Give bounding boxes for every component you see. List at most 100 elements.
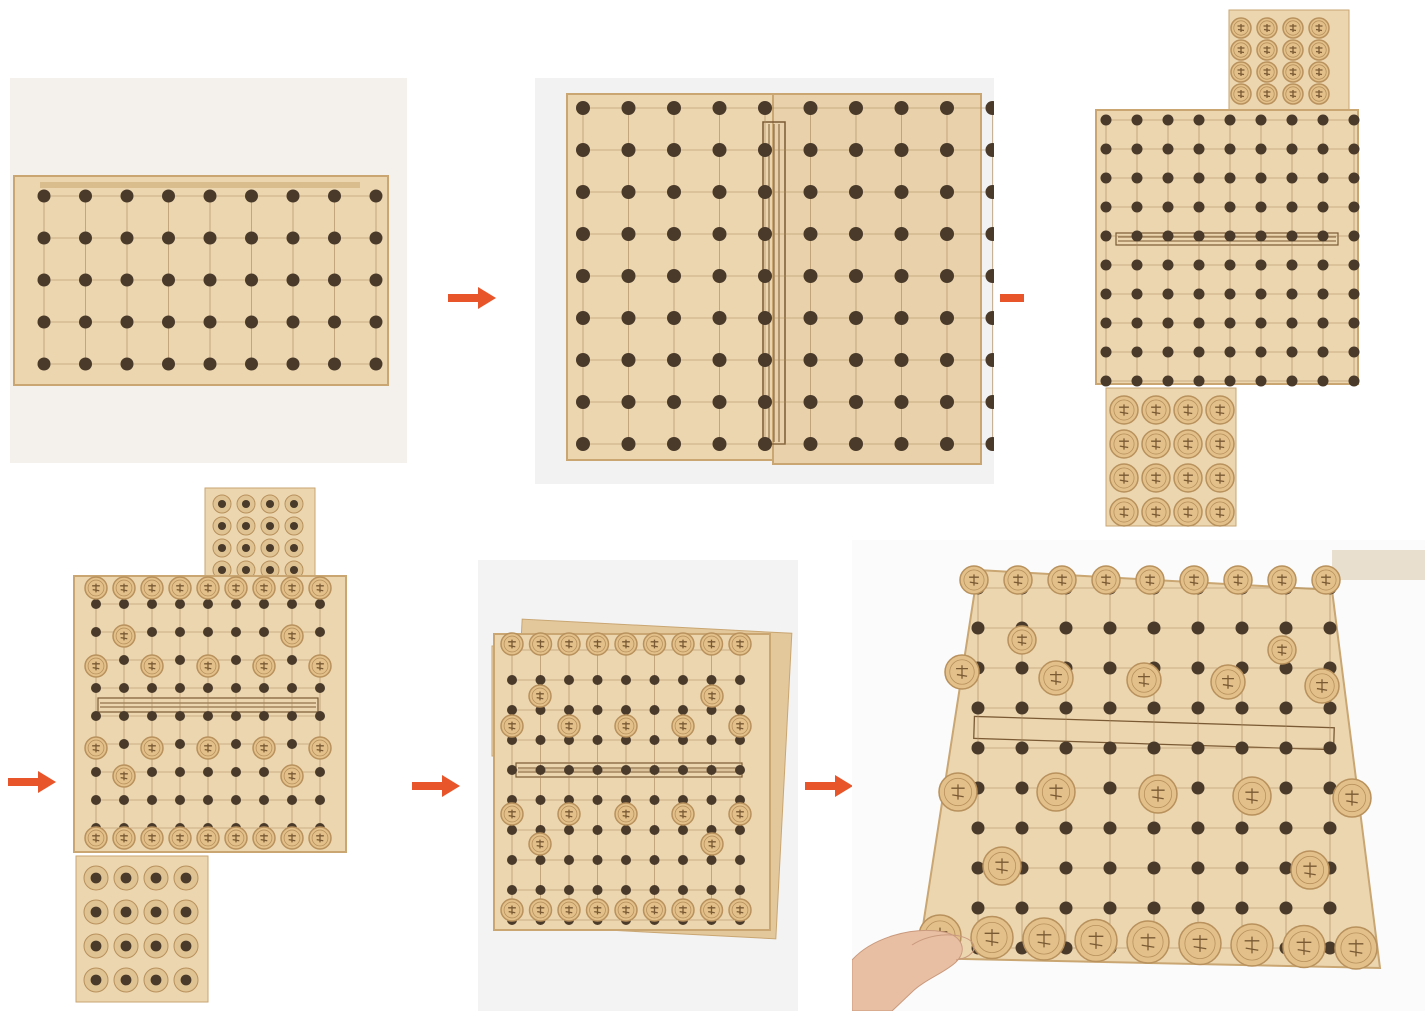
board-hole [849,395,863,409]
board-hole [1131,114,1143,126]
board-hole [507,765,517,775]
board-hole [1279,861,1293,875]
board-hole [1147,741,1161,755]
board-hole [1059,701,1073,715]
board-hole [147,711,157,721]
board-hole [803,437,818,451]
board-hole [231,711,241,721]
board-hole [621,437,636,451]
bottom-tray-pieces [1109,395,1235,527]
board-hole [621,269,636,283]
board-hole [1286,375,1298,387]
board-hole [985,101,994,115]
board-hole [940,227,954,241]
board-hole [667,185,681,199]
board-hole [758,143,772,157]
board-hole [971,741,985,755]
board-hole [1193,259,1205,271]
board-hole [894,143,909,157]
board-hole [712,143,727,157]
board-hole [203,315,217,329]
board-hole [328,189,341,203]
hole-grid [576,101,994,451]
board-hole [1162,230,1174,242]
board-hole [621,395,636,409]
board-hole [576,143,590,157]
board-hole [1348,288,1360,300]
board-hole [1059,621,1073,635]
board-hole [1162,317,1174,329]
board-hole [621,855,631,865]
board-hole [1286,259,1298,271]
board-hole [91,711,101,721]
board-hole [1255,230,1267,242]
board-hole [162,231,175,245]
board-hole [678,885,688,895]
board-hole [1255,288,1267,300]
board-hole [849,437,863,451]
board-hole [1193,201,1205,213]
board-hole [1131,288,1143,300]
board-hole [119,599,129,609]
board-hole [1162,172,1174,184]
board-hole [758,227,772,241]
board-hole [1279,741,1293,755]
board-hole [1059,861,1073,875]
board-hole [758,395,772,409]
board-pieces-placed [73,487,347,1003]
board-hole [621,765,631,775]
board-hole [564,675,574,685]
board-hole [1147,861,1161,875]
board-hole [592,855,603,865]
board-hole [576,101,590,115]
board-hole [1059,741,1073,755]
board-hole [758,437,772,451]
board-hole [758,101,772,115]
board-hole [592,885,603,895]
board-hole [162,273,175,287]
board-hole [803,185,818,199]
step-5-trays-folded-photo [478,560,798,1011]
board-hole [91,767,101,777]
board-hole [245,315,258,329]
board-hole [1279,621,1293,635]
open-board [566,93,994,465]
board-surface [13,175,389,386]
board-hole [147,683,157,693]
board-hole [37,357,51,371]
board-hole [1224,375,1236,387]
board-hole [1193,288,1205,300]
board-hole [1348,346,1360,358]
board-hole [1131,375,1143,387]
board-hole [576,437,590,451]
board-hole [287,739,297,749]
board-hole [940,311,954,325]
board-hole [1147,621,1161,635]
step-2-open-board-photo [535,78,994,484]
board-hole [712,101,727,115]
board-hole [678,765,688,775]
board-hole [1193,143,1205,155]
board-hole [940,353,954,367]
board-hole [1193,230,1205,242]
board-hole [162,189,175,203]
board-hole [286,273,300,287]
board-hole [1015,661,1029,675]
board-hole [1323,741,1337,755]
board-hole [940,185,954,199]
board-hole [1059,821,1073,835]
board-hole [259,767,269,777]
board-hole [1191,741,1205,755]
board-surface [916,568,1382,970]
board-hole [1348,172,1360,184]
board-hole [231,739,241,749]
board-hole [203,627,213,637]
board-hole [231,683,241,693]
board-hole [245,273,258,287]
board-hole [678,795,688,805]
board-hole [369,189,383,203]
folded-board [13,175,389,386]
board-hole [147,795,157,805]
board-hole [79,189,92,203]
board-hole [649,675,660,685]
